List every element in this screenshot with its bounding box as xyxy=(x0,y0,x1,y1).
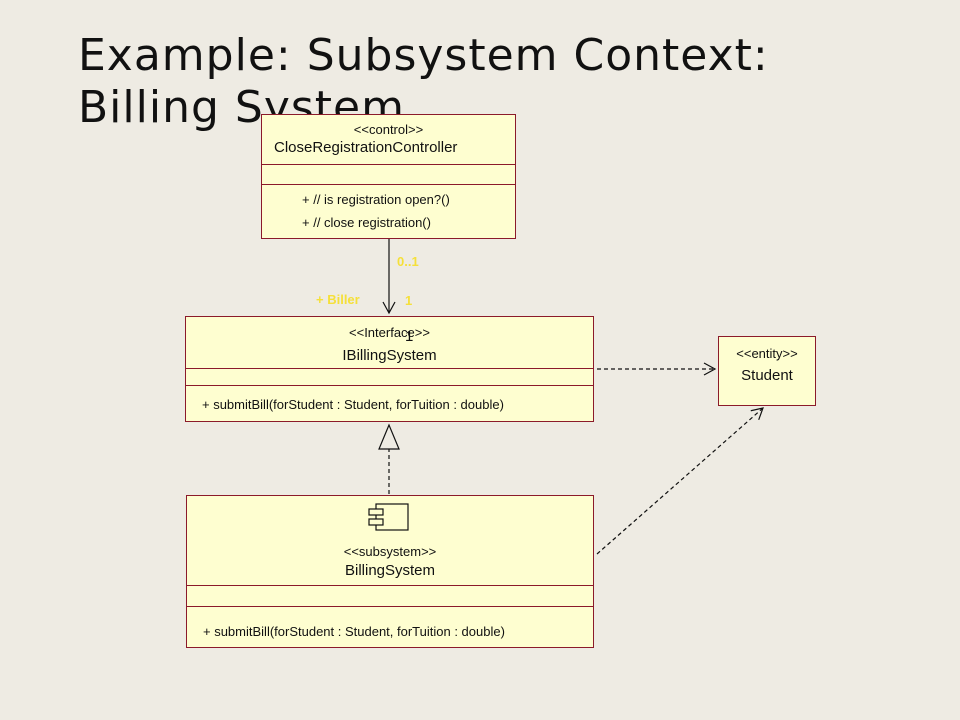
interface-operation: + submitBill(forStudent : Student, forTu… xyxy=(202,397,504,412)
interface-name: IBillingSystem xyxy=(342,347,437,364)
subsystem-box[interactable]: <<subsystem>> BillingSystem + submitBill… xyxy=(186,495,594,648)
multiplicity-bottom: 1 xyxy=(405,293,413,308)
subsystem-divider-2 xyxy=(187,606,593,607)
interface-class-box[interactable]: <<Interface>> IBillingSystem + submitBil… xyxy=(185,316,594,422)
subsystem-stereotype: <<subsystem>> xyxy=(343,544,437,559)
subsystem-operation: + submitBill(forStudent : Student, forTu… xyxy=(203,624,505,639)
role-label: + Biller xyxy=(316,292,360,307)
interface-divider-1 xyxy=(186,368,593,369)
subsystem-name: BillingSystem xyxy=(344,562,436,579)
entity-stereotype: <<entity>> xyxy=(736,346,798,361)
controller-name: CloseRegistrationController xyxy=(274,139,458,156)
controller-divider-2 xyxy=(262,184,515,185)
dependency-subsystem-student xyxy=(596,407,764,555)
controller-class-box[interactable]: <<control>> CloseRegistrationController … xyxy=(261,114,516,239)
controller-operation: + // close registration() xyxy=(302,215,431,230)
controller-operation: + // is registration open?() xyxy=(302,192,450,207)
multiplicity-top: 0..1 xyxy=(397,254,419,269)
interface-divider-2 xyxy=(186,385,593,386)
controller-divider-1 xyxy=(262,164,515,165)
controller-stereotype: <<control>> xyxy=(353,122,424,137)
slide-title: Example: Subsystem Context: Billing Syst… xyxy=(78,30,769,133)
interface-stereotype: <<Interface>> xyxy=(349,325,430,340)
student-entity-box[interactable]: <<entity>> Student xyxy=(718,336,816,406)
subsystem-divider-1 xyxy=(187,585,593,586)
component-icon xyxy=(368,503,409,531)
realization-triangle xyxy=(378,423,400,450)
entity-name: Student xyxy=(741,367,793,384)
multiplicity-mark: 1 xyxy=(405,328,414,345)
